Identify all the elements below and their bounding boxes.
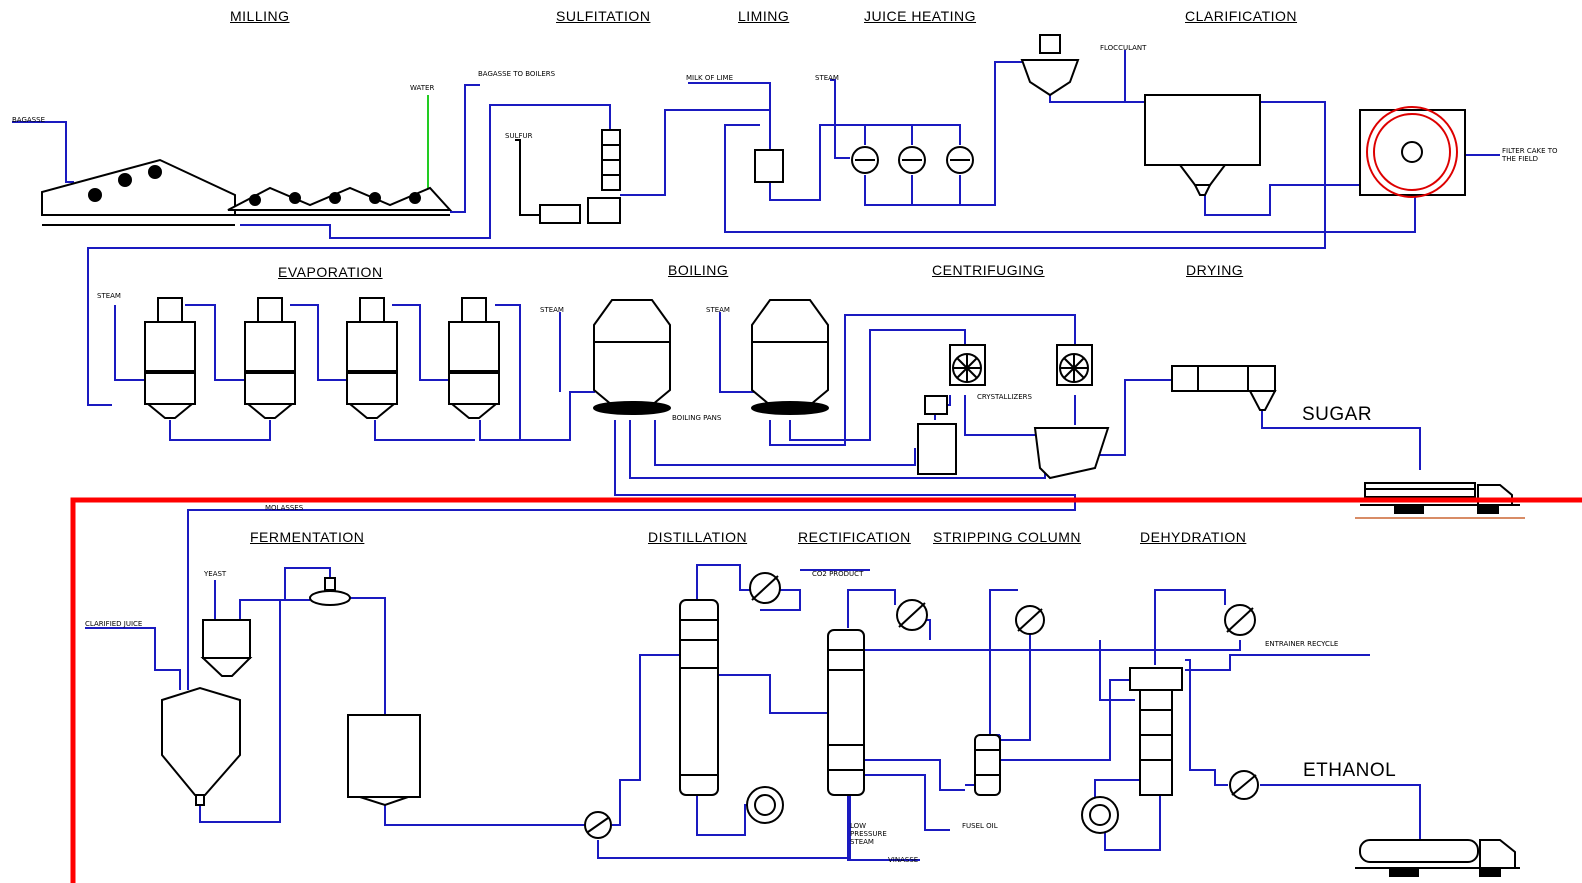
ethanol-truck [1355,840,1520,876]
distillation-column [680,600,718,795]
note-bagasse-in: BAGASSE [12,116,45,124]
evaporators [145,298,499,418]
clarifier [1145,95,1260,195]
note-fusel-oil: FUSEL OIL [962,822,998,830]
rectification-column [828,630,864,795]
juice-heaters [852,147,973,173]
cane-carrier [42,160,235,225]
note-steam-boil-1: STEAM [540,306,564,314]
rectification-condenser [897,600,927,630]
flash-tank [1022,35,1078,95]
note-crystallizers: CRYSTALLIZERS [977,393,1032,401]
mill-tandem [228,188,450,215]
note-low-pressure-steam: LOW PRESSURE STEAM [850,822,900,846]
note-steam-heating: STEAM [815,74,839,82]
note-entrainer: ENTRAINER RECYCLE [1265,640,1338,648]
dehydration-column [1130,668,1182,795]
label-clarification: CLARIFICATION [1185,8,1297,24]
note-imbibition: WATER [410,84,434,92]
note-boiling-pans: BOILING PANS [672,414,721,422]
label-boiling: BOILING [668,262,728,278]
note-filter-cake: FILTER CAKE TO THE FIELD [1502,147,1572,163]
crystallizers [950,345,1092,385]
label-juice-heating: JUICE HEATING [864,8,976,24]
label-ethanol: ETHANOL [1303,760,1396,782]
note-clarified-juice: CLARIFIED JUICE [85,620,142,628]
label-dehydration: DEHYDRATION [1140,529,1246,545]
sugar-hopper [1035,428,1108,478]
wine-tank [348,715,420,805]
label-evaporation: EVAPORATION [278,264,383,280]
ethanol-cooler [1230,771,1258,799]
vacuum-pans [594,300,828,414]
note-co2-product: CO2 PRODUCT [812,570,863,578]
note-steam-boil-2: STEAM [706,306,730,314]
yeast-tank [203,620,250,676]
label-liming: LIMING [738,8,789,24]
sulfitation-tower [602,130,620,190]
centrifuge [918,396,956,474]
label-distillation: DISTILLATION [648,529,747,545]
fermenter [162,688,240,805]
label-sulfitation: SULFITATION [556,8,650,24]
rotary-filter [1360,107,1465,197]
dryer [1172,366,1275,410]
note-steam-evap: STEAM [97,292,121,300]
reboiler [747,787,783,823]
note-bagasse-boilers: BAGASSE TO BOILERS [478,70,555,78]
label-drying: DRYING [1186,262,1243,278]
label-fermentation: FERMENTATION [250,529,364,545]
note-molasses: MOLASSES [265,504,303,512]
label-centrifuging: CENTRIFUGING [932,262,1045,278]
stripping-column [975,735,1000,795]
label-stripping-column: STRIPPING COLUMN [933,529,1081,545]
stripping-condenser [1016,606,1044,634]
note-sulfur: SULFUR [505,132,532,140]
note-vinasse: VINASSE [888,856,918,864]
dehydration-condenser [1225,605,1255,635]
note-yeast: YEAST [204,570,226,578]
liming-tank [755,150,783,182]
equipment [42,35,1525,876]
note-flocculant: FLOCCULANT [1100,44,1146,52]
dehydration-reboiler [1082,797,1118,833]
label-milling: MILLING [230,8,290,24]
label-rectification: RECTIFICATION [798,529,911,545]
co2-separator [310,578,350,605]
label-sugar: SUGAR [1302,404,1372,426]
distillation-condenser [750,573,780,603]
note-milk-of-lime: MILK OF LIME [686,74,733,82]
